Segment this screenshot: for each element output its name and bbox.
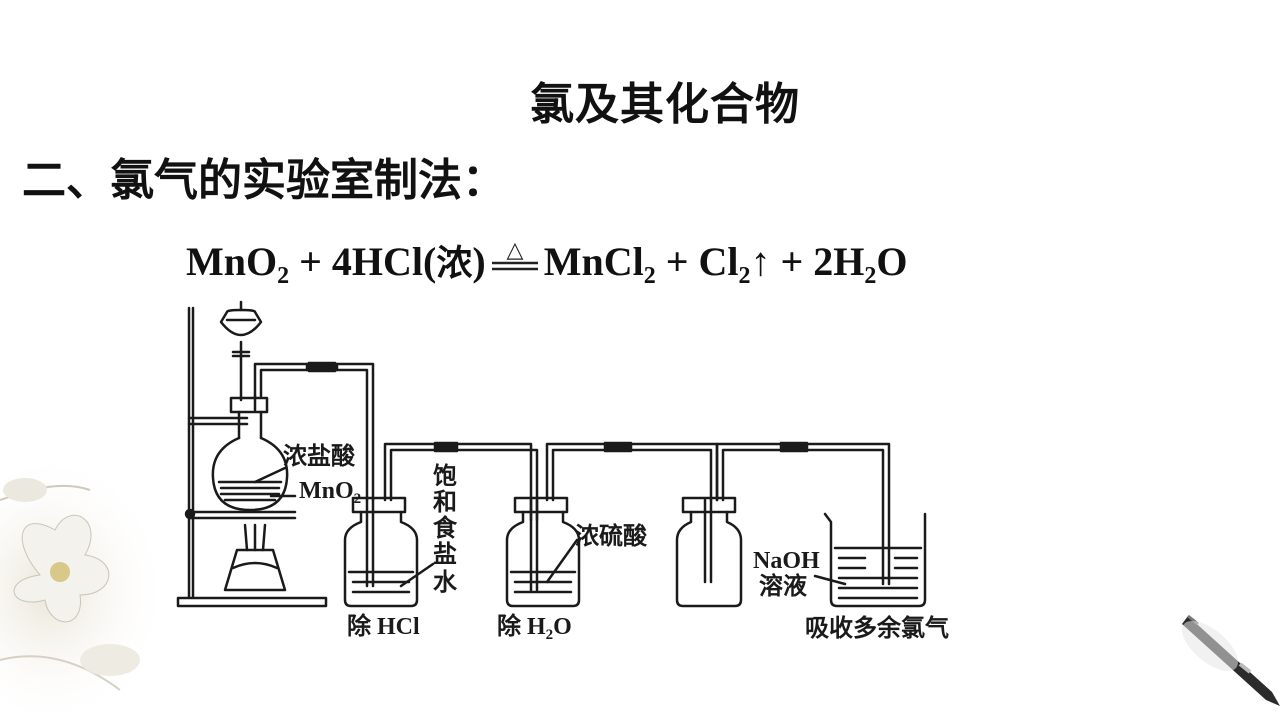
label-concentrated-hcl: 浓盐酸 [283, 442, 356, 470]
chlorine-apparatus-diagram: 浓盐酸 MnO2 饱 和 食 盐 水 浓硫酸 NaOH 溶液 除 HCl 除 H… [176, 300, 949, 643]
flower-decoration [0, 460, 170, 720]
slide-title: 氯及其化合物 [530, 79, 800, 130]
chemical-equation: MnO2 + 4HCl(浓)△MnCl2 + Cl2↑ + 2H2O [186, 238, 908, 289]
product-cl2: Cl2↑ [698, 239, 771, 289]
separatory-funnel [219, 300, 263, 402]
delivery-tube-1 [253, 361, 375, 502]
section-heading: 二、氯气的实验室制法： [22, 155, 506, 206]
label-mno2: MnO2 [299, 478, 361, 507]
iron-stand [176, 306, 328, 608]
svg-text:食: 食 [433, 514, 458, 542]
heating-condition-sign: △ [490, 238, 540, 279]
label-saturated-salt-water: 饱 和 食 盐 水 [433, 462, 458, 596]
collection-bottle [675, 441, 891, 608]
product-mncl2: MnCl2 [543, 239, 656, 289]
beaker-naoh [823, 512, 927, 608]
reactant-mno2: MnO2 [186, 239, 290, 289]
caption-remove-hcl: 除 HCl [347, 612, 420, 640]
alcohol-lamp [223, 523, 287, 592]
label-naoh: NaOH [753, 548, 820, 574]
wash-bottle-hcl [343, 441, 539, 608]
reactant-hcl: 4HCl(浓) [331, 239, 486, 284]
label-concentrated-h2so4: 浓硫酸 [575, 522, 648, 550]
product-h2o: 2H2O [813, 239, 908, 289]
svg-text:饱: 饱 [433, 462, 457, 490]
brush-pen-decoration [1181, 614, 1280, 706]
caption-remove-h2o: 除 H2O [497, 612, 572, 643]
svg-text:△: △ [506, 239, 523, 263]
caption-absorb-excess-chlorine: 吸收多余氯气 [805, 614, 949, 642]
svg-text:和: 和 [433, 488, 457, 516]
label-naoh-solution: 溶液 [759, 572, 807, 600]
round-bottom-flask [211, 394, 289, 512]
svg-text:盐: 盐 [433, 540, 457, 568]
svg-text:水: 水 [433, 568, 458, 596]
